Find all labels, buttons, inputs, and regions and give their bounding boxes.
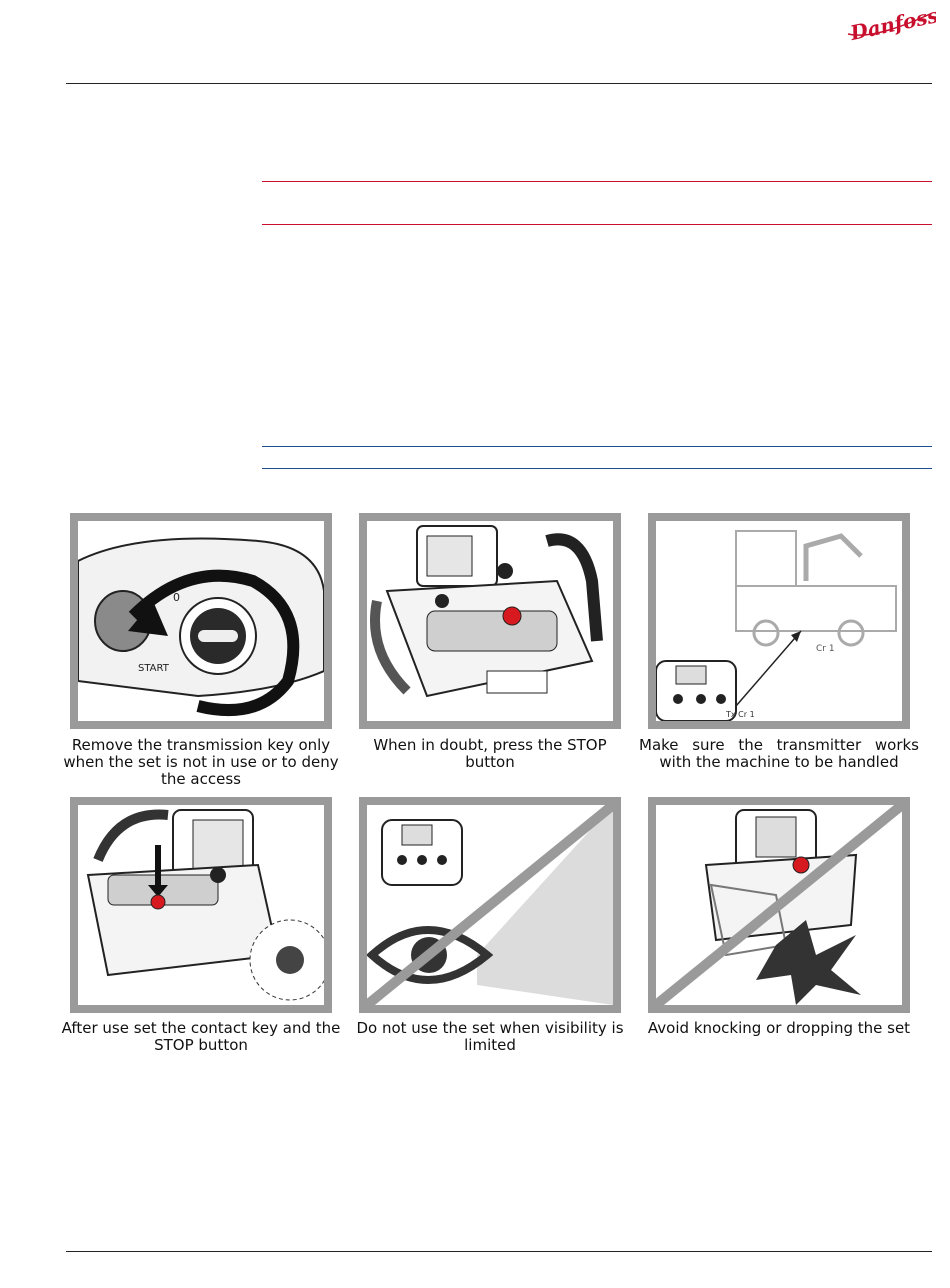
machine-pairing-illustration: Cr 1 Tx Cr 1	[656, 530, 897, 721]
label-zero: 0	[173, 591, 180, 604]
header-rule	[66, 83, 932, 84]
panel-remove-key: 0 START	[70, 513, 332, 729]
caption-avoid-knocking: Avoid knocking or dropping the set	[647, 1019, 911, 1037]
caption-stop-button: When in doubt, press the STOP button	[373, 736, 607, 771]
key-switch-illustration: 0 START	[78, 537, 324, 717]
after-use-illustration	[86, 809, 324, 1001]
label-start: START	[138, 663, 170, 674]
label-receiver: Cr 1	[816, 644, 835, 654]
danfoss-logo: Danfoss	[844, 3, 940, 46]
panel-limited-visibility	[359, 797, 621, 1013]
panel-after-use	[70, 797, 332, 1013]
avoid-knocking-illustration	[656, 805, 902, 1005]
caption-remove-key: Remove the transmission key only when th…	[63, 736, 339, 788]
caption-limited-visibility: Do not use the set when visibility is li…	[356, 1019, 624, 1054]
logo-text: Danfoss	[847, 6, 936, 45]
note-rule-top	[262, 446, 932, 447]
panel-avoid-knocking	[648, 797, 910, 1013]
transmitter-stop-illustration	[370, 525, 603, 698]
warning-rule-bottom	[262, 224, 932, 225]
limited-visibility-illustration	[367, 805, 613, 1005]
caption-after-use: After use set the contact key and the ST…	[61, 1019, 341, 1054]
footer-rule	[66, 1251, 932, 1252]
label-transmitter: Tx Cr 1	[725, 710, 755, 719]
panel-machine-match: Cr 1 Tx Cr 1	[648, 513, 910, 729]
caption-machine-match: Make sure the transmitter works with the…	[639, 736, 919, 771]
panel-stop-button	[359, 513, 621, 729]
warning-rule-top	[262, 181, 932, 182]
note-rule-bottom	[262, 468, 932, 469]
